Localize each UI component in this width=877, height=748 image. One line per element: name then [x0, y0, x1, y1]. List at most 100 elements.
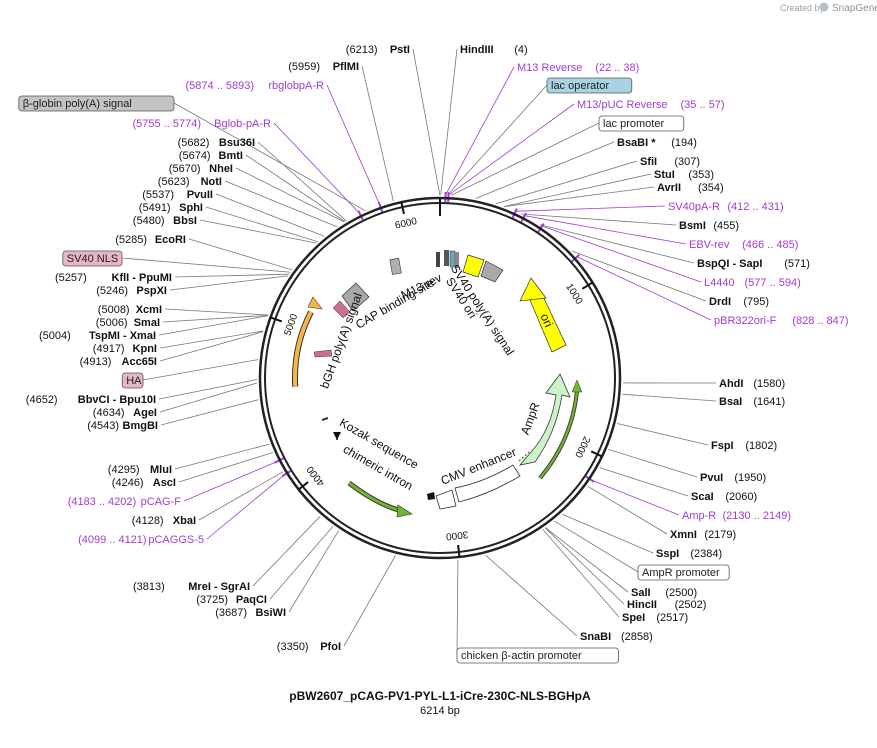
map-label-enzyme[interactable]: BsmI(455): [679, 220, 739, 232]
map-label-enzyme[interactable]: KflI - PpuMI(5257): [55, 272, 172, 284]
enzyme-position: (2060): [725, 491, 757, 503]
enzyme-name: XcmI: [136, 304, 162, 316]
feature-ampr[interactable]: [518, 373, 571, 466]
map-label-primer[interactable]: L4440(577 .. 594): [704, 277, 801, 289]
map-label-enzyme[interactable]: BspQI - SapI(571): [697, 258, 810, 270]
leader-line: [142, 359, 258, 381]
map-label-enzyme[interactable]: HincII(2502): [627, 599, 706, 611]
map-label-enzyme[interactable]: AscI(4246): [112, 477, 176, 489]
map-label-box[interactable]: β-globin poly(A) signal: [18, 95, 175, 112]
map-label-enzyme[interactable]: HindIII(4): [460, 44, 528, 56]
feature-ampr-outer[interactable]: [538, 379, 583, 480]
map-label-enzyme[interactable]: BbvCI - Bpu10I(4652): [26, 394, 156, 406]
leader-line: [591, 479, 680, 516]
map-label-enzyme[interactable]: NotI(5623): [158, 176, 222, 188]
enzyme-position: (5674): [179, 150, 211, 162]
primer-name: M13 Reverse: [517, 62, 582, 74]
map-label-box[interactable]: chicken β-actin promoter: [456, 647, 620, 664]
map-label-enzyme[interactable]: PvuII(5537): [142, 189, 213, 201]
map-label-enzyme[interactable]: AhdI(1580): [719, 378, 785, 390]
map-label-primer[interactable]: Bglob-pA-R(5755 .. 5774): [133, 118, 272, 130]
map-label-enzyme[interactable]: SspI(2384): [656, 548, 722, 560]
map-label-enzyme[interactable]: BmgBI(4543): [87, 420, 158, 432]
feature-label-box: [598, 115, 685, 132]
map-label-box[interactable]: HA: [121, 372, 144, 389]
map-label-primer[interactable]: pBR322ori-F(828 .. 847): [714, 315, 849, 327]
map-label-primer[interactable]: M13 Reverse(22 .. 38): [517, 62, 639, 74]
feature-ori[interactable]: ori: [519, 277, 567, 353]
leader-line: [206, 474, 285, 540]
map-label-enzyme[interactable]: SphI(5491): [139, 202, 203, 214]
map-label-enzyme[interactable]: StuI(353): [654, 169, 714, 181]
map-label-enzyme[interactable]: SalI(2500): [631, 587, 697, 599]
feature-chimeric-intron[interactable]: [347, 481, 413, 518]
map-label-enzyme[interactable]: KpnI(4917): [93, 343, 157, 355]
primer-range: (577 .. 594): [745, 277, 801, 289]
leader-line: [188, 238, 293, 271]
leader-line: [503, 173, 652, 207]
enzyme-name: NheI: [209, 163, 233, 175]
map-label-enzyme[interactable]: BmtI(5674): [179, 150, 243, 162]
map-label-enzyme[interactable]: SmaI(5006): [96, 317, 160, 329]
enzyme-position: (4128): [132, 515, 164, 527]
primer-name: pCAGGS-5: [148, 534, 204, 546]
map-label-enzyme[interactable]: MluI(4295): [108, 464, 172, 476]
map-label-enzyme[interactable]: XcmI(5008): [98, 304, 162, 316]
map-label-box[interactable]: SV40 NLS: [62, 250, 123, 267]
map-label-enzyme[interactable]: AgeI(4634): [93, 407, 157, 419]
map-label-enzyme[interactable]: ScaI(2060): [691, 491, 757, 503]
map-label-enzyme[interactable]: PflMI(5959): [288, 61, 359, 73]
leader-line: [269, 526, 334, 600]
map-label-enzyme[interactable]: SpeI(2517): [622, 612, 688, 624]
map-label-enzyme[interactable]: BsaI(1641): [719, 396, 785, 408]
feature-cap-binding[interactable]: [389, 252, 440, 275]
leader-line: [587, 485, 668, 535]
snapgene-credit[interactable]: Created by SnapGene: [780, 2, 877, 15]
map-label-box[interactable]: lac operator: [546, 77, 633, 94]
map-label-primer[interactable]: M13/pUC Reverse(35 .. 57): [577, 99, 725, 111]
map-label-enzyme[interactable]: DrdI(795): [709, 296, 769, 308]
map-label-enzyme[interactable]: AvrII(354): [657, 182, 724, 194]
feature-lac-cluster[interactable]: [444, 250, 459, 268]
map-label-primer[interactable]: Amp-R(2130 .. 2149): [682, 510, 791, 522]
feature-icre[interactable]: [292, 296, 323, 388]
map-label-enzyme[interactable]: SfiI(307): [640, 156, 700, 168]
feature-sv40-polya[interactable]: [462, 254, 504, 283]
map-label-enzyme[interactable]: BsiWI(3687): [215, 607, 286, 619]
map-label-enzyme[interactable]: PfoI(3350): [277, 641, 341, 653]
feature-bgh-polya[interactable]: [332, 282, 370, 319]
map-label-enzyme[interactable]: PstI(6213): [346, 44, 410, 56]
map-label-enzyme[interactable]: PaqCI(3725): [196, 594, 267, 606]
map-label-enzyme[interactable]: FspI(1802): [711, 440, 777, 452]
map-label-enzyme[interactable]: SnaBI(2858): [580, 631, 653, 643]
map-label-enzyme[interactable]: XmnI(2179): [670, 529, 736, 541]
map-label-enzyme[interactable]: BsaBI *(194): [617, 137, 697, 149]
leader-line: [173, 102, 366, 212]
map-label-primer[interactable]: rbglobpA-R(5874 .. 5893): [186, 80, 325, 92]
map-label-enzyme[interactable]: NheI(5670): [169, 163, 233, 175]
enzyme-position: (4543): [87, 420, 119, 432]
map-label-enzyme[interactable]: XbaI(4128): [132, 515, 196, 527]
enzyme-position: (3350): [277, 641, 309, 653]
map-label-primer[interactable]: pCAGGS-5(4099 .. 4121): [78, 534, 204, 546]
map-label-enzyme[interactable]: EcoRI(5285): [115, 234, 186, 246]
map-label-box[interactable]: lac promoter: [598, 115, 685, 132]
feature-kozak[interactable]: [321, 417, 341, 440]
map-label-primer[interactable]: EBV-rev(466 .. 485): [689, 239, 798, 251]
map-label-primer[interactable]: pCAG-F(4183 .. 4202): [68, 496, 182, 508]
leader-line: [158, 379, 258, 400]
feature-cmv-enhancer[interactable]: [427, 464, 521, 510]
map-label-enzyme[interactable]: PspXI(5246): [96, 285, 167, 297]
map-label-enzyme[interactable]: BbsI(5480): [133, 215, 197, 227]
map-label-enzyme[interactable]: MreI - SgrAI(3813): [133, 581, 250, 593]
map-label-enzyme[interactable]: Acc65I(4913): [80, 356, 157, 368]
leader-line: [326, 84, 381, 206]
map-label-enzyme[interactable]: Bsu36I(5682): [178, 137, 255, 149]
map-label-enzyme[interactable]: TspMI - XmaI(5004): [39, 330, 156, 342]
feature-ha-tag[interactable]: [313, 349, 333, 358]
map-label-box[interactable]: AmpR promoter: [637, 564, 730, 581]
primer-name: rbglobpA-R: [268, 80, 324, 92]
map-label-primer[interactable]: SV40pA-R(412 .. 431): [668, 201, 784, 213]
leader-line: [412, 48, 441, 196]
map-label-enzyme[interactable]: PvuI(1950): [700, 472, 766, 484]
